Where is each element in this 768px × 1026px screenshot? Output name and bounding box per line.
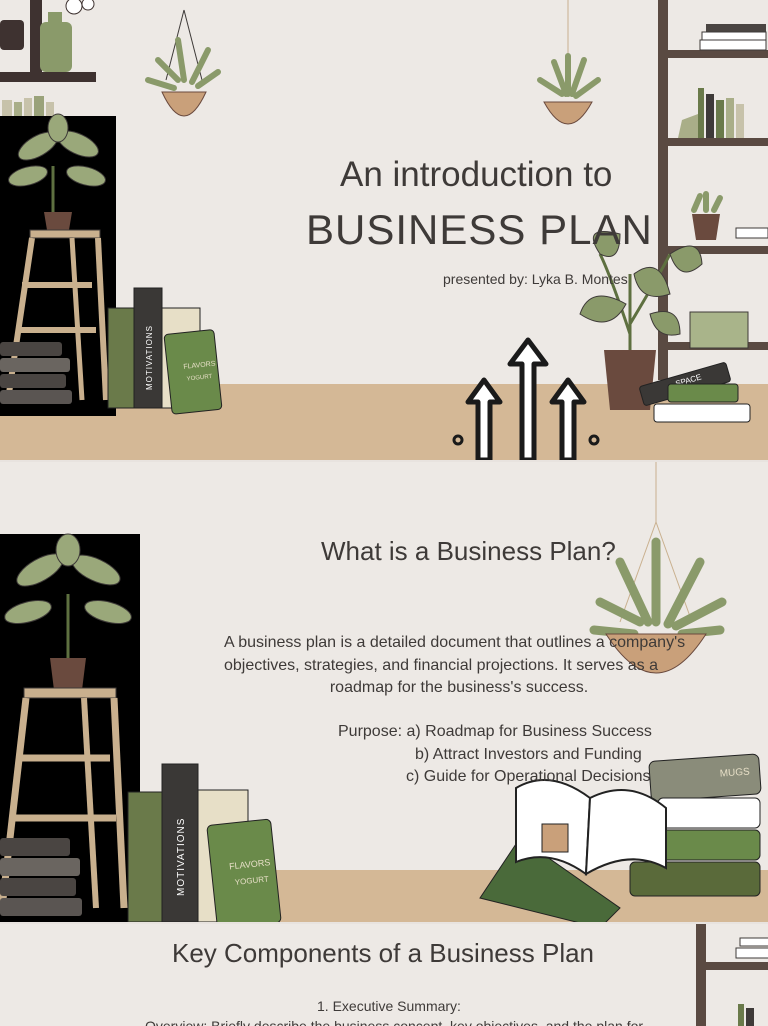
component-1: 1. Executive Summary: <box>317 998 461 1014</box>
standing-books-icon: MOTIVATIONS FLAVORS YOGURT <box>107 287 223 415</box>
bookshelf-icon <box>658 0 768 380</box>
definition-line-1: A business plan is a detailed document t… <box>224 634 686 651</box>
svg-text:FLAVORS: FLAVORS <box>183 360 216 370</box>
book-label-mugs: MUGS <box>719 767 750 780</box>
slide-components[interactable]: Key Components of a Business Plan 1. Exe… <box>0 924 768 1026</box>
title-line-2: BUSINESS PLAN <box>306 206 653 253</box>
book-pile-icon: SPACE <box>639 362 751 423</box>
slide-definition[interactable]: MOTIVATIONS FLAVORS YOGURT MUGS What is … <box>0 462 768 922</box>
books-top-icon <box>2 96 54 116</box>
book-stack-icon <box>0 342 72 404</box>
book-label-motivations: MOTIVATIONS <box>176 818 187 896</box>
open-book-icon: MUGS <box>479 753 762 922</box>
book-stack-icon <box>0 838 82 916</box>
hanging-plant-icon <box>145 9 221 117</box>
growth-arrows-icon <box>452 337 600 460</box>
slide-title: What is a Business Plan? <box>321 536 616 566</box>
book-label-motivations: MOTIVATIONS <box>145 325 154 390</box>
purpose-line-3: c) Guide for Operational Decisions <box>406 768 651 785</box>
purpose-line-2: b) Attract Investors and Funding <box>415 746 642 763</box>
shelf-jars-icon <box>0 0 96 82</box>
ladder-icon <box>0 687 128 909</box>
svg-text:YOGURT: YOGURT <box>186 374 212 383</box>
bookshelf-icon <box>696 924 768 1026</box>
hanging-plant-icon <box>537 0 601 125</box>
hanging-plant-icon <box>589 462 727 674</box>
purpose-line-1: Purpose: a) Roadmap for Business Success <box>338 723 652 740</box>
component-1-detail: Overview: Briefly describe the business … <box>145 1018 644 1026</box>
definition-line-3: roadmap for the business's success. <box>329 679 589 696</box>
presenter: presented by: Lyka B. Montes <box>443 271 628 287</box>
svg-text:YOGURT: YOGURT <box>234 874 269 887</box>
slide-title[interactable]: MOTIVATIONS FLAVORS YOGURT <box>0 0 768 460</box>
title-line-1: An introduction to <box>340 155 613 194</box>
ladder-icon <box>5 229 109 401</box>
potted-plant-icon <box>8 113 106 236</box>
svg-text:FLAVORS: FLAVORS <box>229 857 271 871</box>
slide-title: Key Components of a Business Plan <box>172 938 595 968</box>
definition-line-2: objectives, strategies, and financial pr… <box>224 657 658 674</box>
potted-plant-icon <box>4 533 132 690</box>
standing-books-icon: MOTIVATIONS FLAVORS YOGURT <box>127 763 282 922</box>
